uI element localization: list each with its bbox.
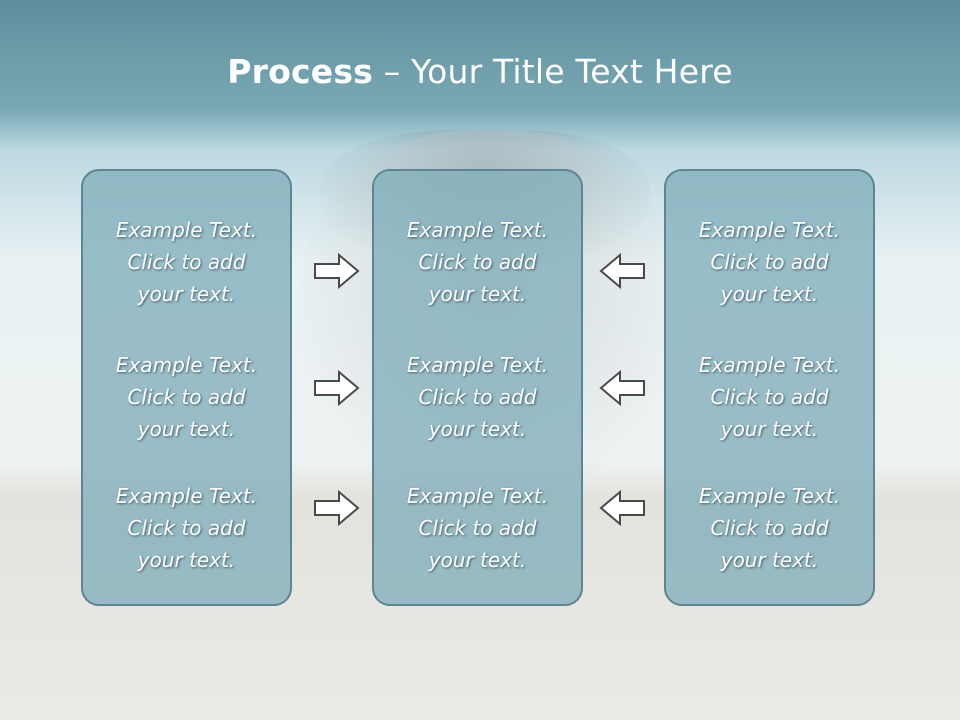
text-line: your text.	[428, 282, 527, 306]
text-block[interactable]: Example Text. Click to add your text.	[666, 480, 873, 576]
text-line: Click to add	[710, 516, 829, 540]
text-line: your text.	[137, 282, 236, 306]
text-line: your text.	[428, 417, 527, 441]
text-line: Example Text.	[406, 353, 549, 377]
right-arrow-icon	[314, 489, 360, 527]
text-block[interactable]: Example Text. Click to add your text.	[374, 349, 581, 445]
text-line: Example Text.	[406, 218, 549, 242]
text-line: Click to add	[418, 516, 537, 540]
text-line: Click to add	[710, 250, 829, 274]
text-line: Example Text.	[115, 218, 258, 242]
process-box-left[interactable]: Example Text. Click to add your text. Ex…	[81, 169, 292, 606]
slide-title[interactable]: Process – Your Title Text Here	[0, 52, 960, 91]
right-arrow-icon	[314, 252, 360, 290]
process-box-center[interactable]: Example Text. Click to add your text. Ex…	[372, 169, 583, 606]
text-line: Click to add	[127, 516, 246, 540]
slide-title-bold: Process	[227, 52, 374, 91]
text-line: Example Text.	[698, 484, 841, 508]
text-block[interactable]: Example Text. Click to add your text.	[83, 480, 290, 576]
text-line: your text.	[720, 548, 819, 572]
text-line: Click to add	[127, 250, 246, 274]
text-block[interactable]: Example Text. Click to add your text.	[666, 214, 873, 310]
right-arrow-icon	[314, 369, 360, 407]
text-block[interactable]: Example Text. Click to add your text.	[666, 349, 873, 445]
text-block[interactable]: Example Text. Click to add your text.	[83, 349, 290, 445]
text-line: your text.	[720, 282, 819, 306]
text-block[interactable]: Example Text. Click to add your text.	[374, 480, 581, 576]
text-line: Example Text.	[115, 484, 258, 508]
text-line: Example Text.	[698, 218, 841, 242]
left-arrow-icon	[599, 369, 645, 407]
text-line: Click to add	[418, 385, 537, 409]
text-line: your text.	[720, 417, 819, 441]
text-line: your text.	[137, 417, 236, 441]
left-arrow-icon	[599, 489, 645, 527]
text-line: Click to add	[710, 385, 829, 409]
text-line: Click to add	[127, 385, 246, 409]
process-box-right[interactable]: Example Text. Click to add your text. Ex…	[664, 169, 875, 606]
text-line: Example Text.	[698, 353, 841, 377]
left-arrow-icon	[599, 252, 645, 290]
text-line: your text.	[137, 548, 236, 572]
text-block[interactable]: Example Text. Click to add your text.	[374, 214, 581, 310]
text-line: Click to add	[418, 250, 537, 274]
text-line: your text.	[428, 548, 527, 572]
text-block[interactable]: Example Text. Click to add your text.	[83, 214, 290, 310]
text-line: Example Text.	[406, 484, 549, 508]
slide-title-rest: – Your Title Text Here	[373, 52, 733, 91]
text-line: Example Text.	[115, 353, 258, 377]
